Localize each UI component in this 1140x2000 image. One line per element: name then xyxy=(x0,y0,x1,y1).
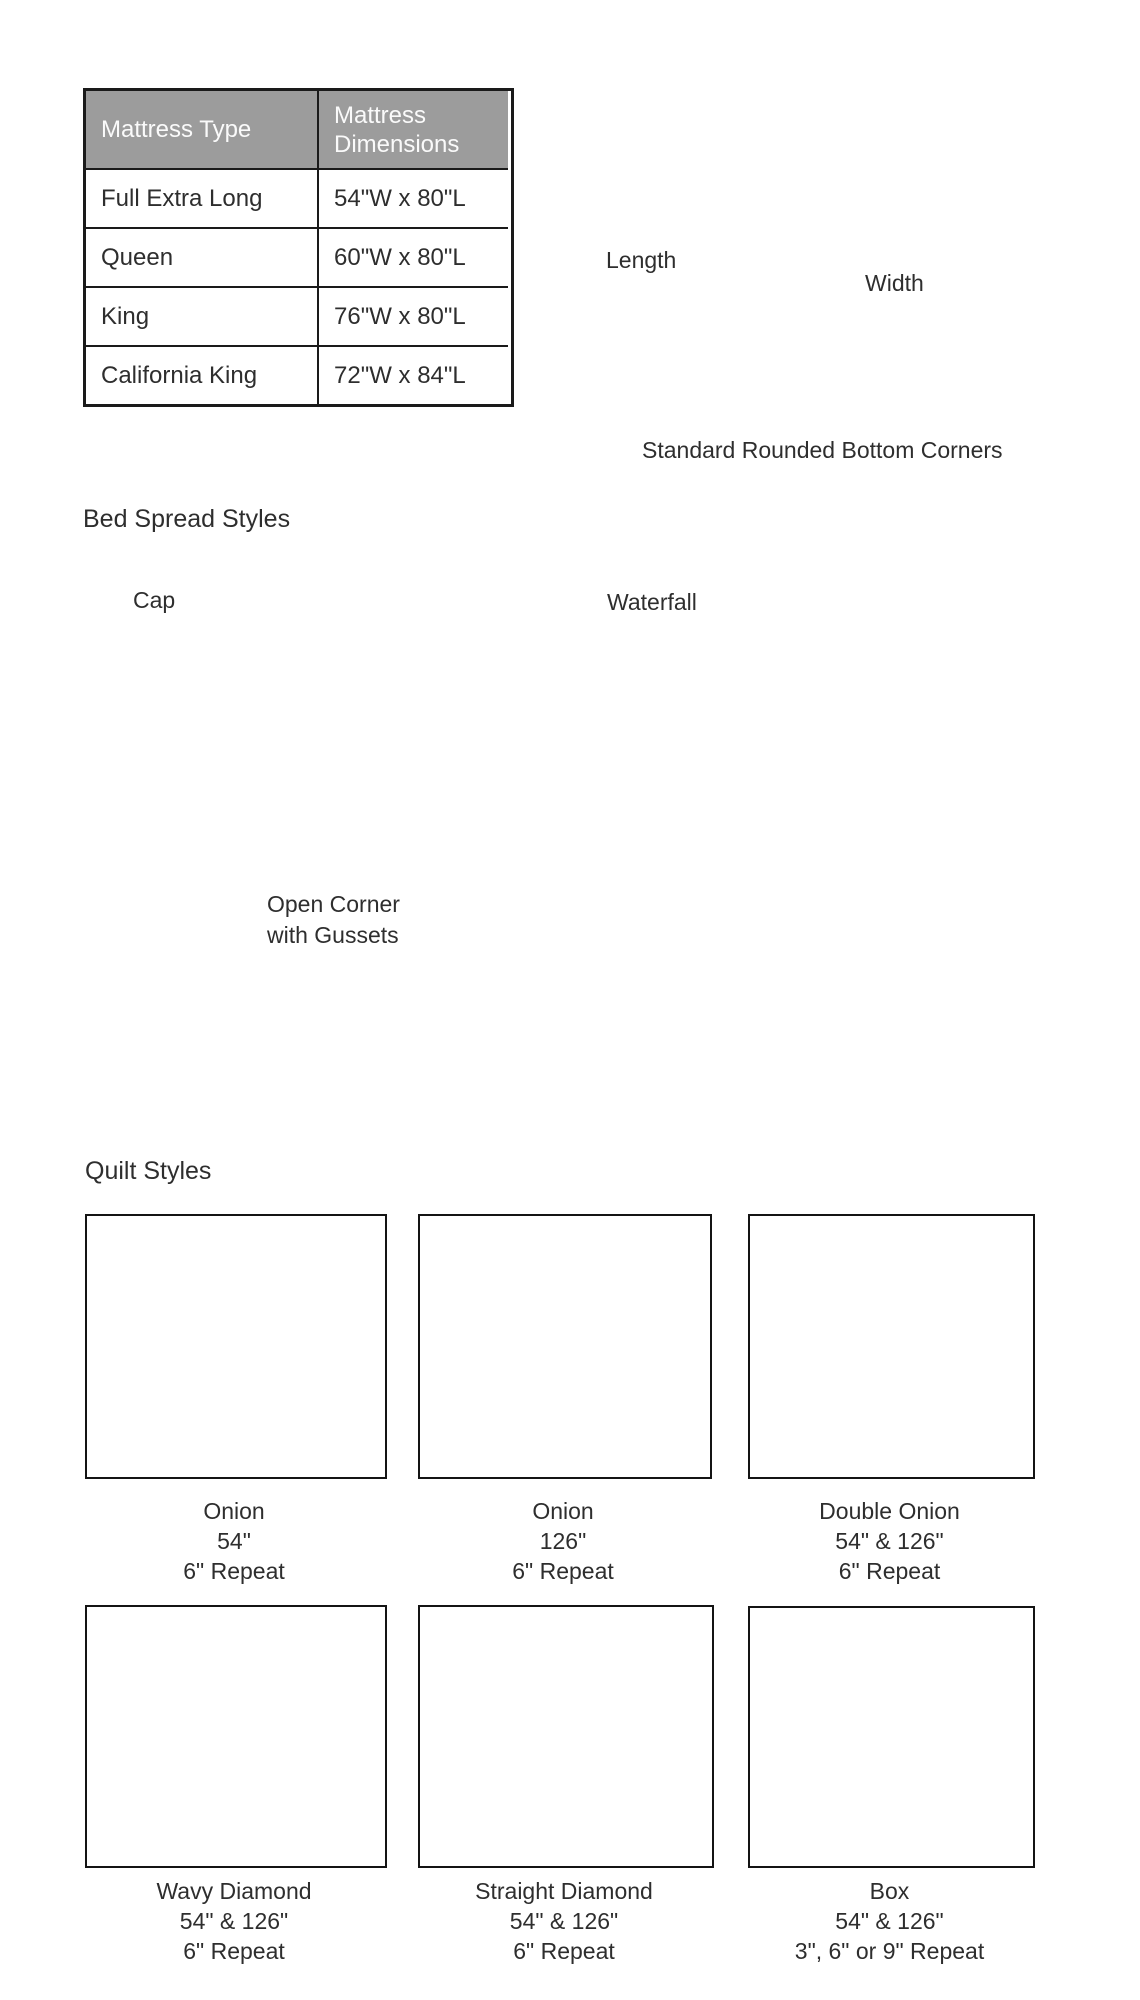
caption-repeat: 3", 6" or 9" Repeat xyxy=(794,1938,985,1964)
header-dimensions-label: Mattress Dimensions xyxy=(334,101,460,158)
caption-name: Onion xyxy=(532,1498,594,1524)
swatch-onion-126 xyxy=(418,1214,712,1479)
cell-dim: 76"W x 80"L xyxy=(319,288,508,347)
quilt-caption-onion-54: Onion 54" 6" Repeat xyxy=(85,1496,383,1586)
caption-repeat: 6" Repeat xyxy=(838,1558,941,1584)
caption-size: 126" xyxy=(539,1528,587,1554)
table-row: California King 72"W x 84"L xyxy=(86,347,511,404)
quilt-styles-heading: Quilt Styles xyxy=(85,1157,212,1185)
waterfall-label: Waterfall xyxy=(607,589,697,615)
caption-size: 54" & 126" xyxy=(179,1908,289,1934)
pattern-box xyxy=(750,1608,1033,1866)
swatch-double-onion xyxy=(748,1214,1035,1479)
pattern-onion-54 xyxy=(87,1216,385,1477)
cell-type: California King xyxy=(86,347,319,404)
cell-dim: 54"W x 80"L xyxy=(319,170,508,229)
caption-repeat: 6" Repeat xyxy=(513,1938,615,1964)
header-cell-dimensions: Mattress Dimensions xyxy=(319,91,508,170)
quilt-caption-wavy-diamond: Wavy Diamond 54" & 126" 6" Repeat xyxy=(85,1876,383,1966)
width-label: Width xyxy=(865,270,924,296)
swatch-box xyxy=(748,1606,1035,1868)
mattress-table: Mattress Type Mattress Dimensions Full E… xyxy=(83,88,514,407)
bedspread-styles-heading: Bed Spread Styles xyxy=(83,505,291,533)
header-type-label: Mattress Type xyxy=(101,116,252,143)
caption-size: 54" & 126" xyxy=(509,1908,619,1934)
caption-name: Wavy Diamond xyxy=(156,1878,312,1904)
table-row: King 76"W x 80"L xyxy=(86,288,511,347)
caption-name: Double Onion xyxy=(819,1498,960,1524)
cell-type: Queen xyxy=(86,229,319,288)
caption-name: Straight Diamond xyxy=(475,1878,653,1904)
length-label: Length xyxy=(606,247,677,273)
caption-repeat: 6" Repeat xyxy=(512,1558,614,1584)
pattern-double-onion xyxy=(750,1216,1033,1477)
cell-dim: 72"W x 84"L xyxy=(319,347,508,404)
caption-name: Onion xyxy=(203,1498,265,1524)
table-row: Queen 60"W x 80"L xyxy=(86,229,511,288)
cap-label: Cap xyxy=(133,587,176,613)
quilt-caption-double-onion: Double Onion 54" & 126" 6" Repeat xyxy=(748,1496,1031,1586)
pattern-onion-126 xyxy=(420,1216,710,1477)
caption-size: 54" & 126" xyxy=(835,1528,944,1554)
pattern-wavy-diamond xyxy=(87,1607,385,1866)
swatch-wavy-diamond xyxy=(85,1605,387,1868)
pattern-straight-diamond xyxy=(420,1607,712,1866)
swatch-onion-54 xyxy=(85,1214,387,1479)
header-cell-type: Mattress Type xyxy=(86,91,319,170)
swatch-straight-diamond xyxy=(418,1605,714,1868)
table-row: Full Extra Long 54"W x 80"L xyxy=(86,170,511,229)
cell-type: King xyxy=(86,288,319,347)
caption-name: Box xyxy=(869,1878,910,1904)
quilt-caption-onion-126: Onion 126" 6" Repeat xyxy=(418,1496,708,1586)
table-header-row: Mattress Type Mattress Dimensions xyxy=(86,91,511,170)
cell-type: Full Extra Long xyxy=(86,170,319,229)
caption-size: 54" & 126" xyxy=(835,1908,944,1934)
quilt-caption-straight-diamond: Straight Diamond 54" & 126" 6" Repeat xyxy=(418,1876,710,1966)
quilt-caption-box: Box 54" & 126" 3", 6" or 9" Repeat xyxy=(748,1876,1031,1966)
caption-repeat: 6" Repeat xyxy=(183,1938,285,1964)
open-corner-label: Open Corner with Gussets xyxy=(267,891,400,948)
cap-style-illustration xyxy=(60,480,600,860)
caption-size: 54" xyxy=(217,1528,251,1554)
cell-dim: 60"W x 80"L xyxy=(319,229,508,288)
rounded-corner-caption: Standard Rounded Bottom Corners xyxy=(642,437,1003,463)
caption-repeat: 6" Repeat xyxy=(183,1558,285,1584)
